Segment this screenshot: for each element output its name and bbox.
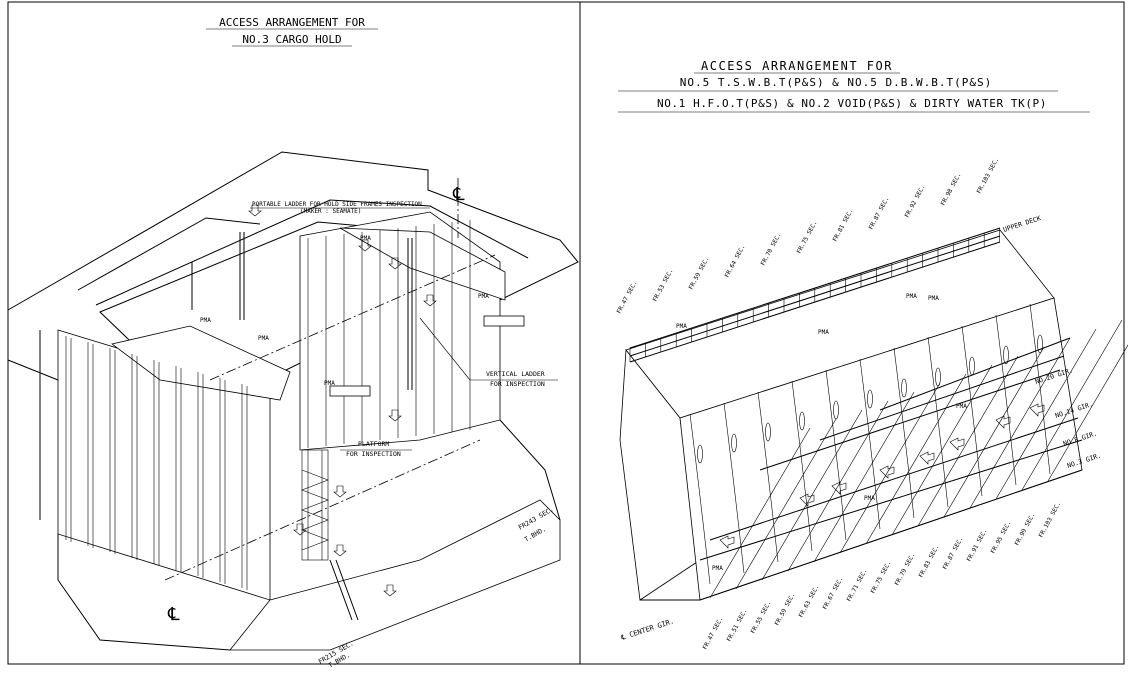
vertical-ladder-note-1: VERTICAL LADDER	[486, 370, 545, 378]
left-title-line1: ACCESS ARRANGEMENT FOR	[219, 16, 365, 29]
access-ladder-tower	[301, 449, 359, 621]
pma-r-5: PMA	[956, 403, 967, 410]
tank-structure	[619, 227, 1128, 601]
bottom-section-label: FR.47 SEC.	[702, 616, 725, 651]
bottom-section-label: FR.51 SEC.	[726, 608, 749, 643]
top-section-label: FR.70 SEC.	[760, 232, 783, 267]
bottom-section-label: FR.91 SEC.	[966, 528, 989, 563]
hold-side-frames	[65, 336, 248, 590]
inspection-platform	[329, 385, 371, 397]
inspection-platform-right	[483, 315, 525, 327]
top-section-label: FR.103 SEC.	[976, 157, 1001, 195]
top-section-label: FR.87 SEC.	[868, 196, 891, 231]
access-arrows-right	[719, 403, 1045, 549]
centerline-symbol-top: ℄	[452, 184, 465, 205]
bottom-section-label: FR.95 SEC.	[990, 520, 1013, 555]
cargo-hold-structure	[7, 151, 579, 651]
centerline-bottom	[164, 439, 481, 581]
bottom-section-label: FR.99 SEC.	[1014, 512, 1037, 547]
top-section-label: FR.98 SEC.	[940, 172, 963, 207]
pma-label-1: PMA	[200, 317, 211, 324]
top-section-label: FR.47 SEC.	[616, 280, 639, 315]
platform-note-1: PLATFORM	[358, 440, 389, 448]
top-section-label: FR.75 SEC.	[796, 220, 819, 255]
right-panel: ACCESS ARRANGEMENT FOR NO.5 T.S.W.B.T(P&…	[616, 59, 1128, 651]
top-section-label: FR.81 SEC.	[832, 208, 855, 243]
upper-deck-label: UPPER DECK	[1002, 214, 1042, 234]
left-panel: ACCESS ARRANGEMENT FOR NO.3 CARGO HOLD	[7, 16, 579, 670]
pma-r-3: PMA	[906, 293, 917, 300]
pma-label-4: PMA	[478, 293, 489, 300]
floor-grid	[709, 319, 1128, 599]
top-section-label: FR.64 SEC.	[724, 244, 747, 279]
portable-ladder-note-1: PORTABLE LADDER FOR HOLD SIDE FRAMES INS…	[252, 201, 422, 208]
vertical-ladder-note-2: FOR INSPECTION	[490, 380, 545, 388]
tank-top	[229, 499, 561, 651]
bottom-section-label: FR.87 SEC.	[942, 536, 965, 571]
access-arrows	[248, 204, 437, 597]
bottom-section-label: FR.63 SEC.	[798, 584, 821, 619]
bottom-section-label: FR.55 SEC.	[750, 600, 773, 635]
bottom-section-label: FR.71 SEC.	[846, 568, 869, 603]
bottom-section-label: FR.103 SEC.	[1038, 501, 1063, 539]
bottom-section-label: FR.79 SEC.	[894, 552, 917, 587]
pma-r-2: PMA	[818, 329, 829, 336]
pma-r-1: PMA	[676, 323, 687, 330]
right-title-line2: NO.5 T.S.W.B.T(P&S) & NO.5 D.B.W.B.T(P&S…	[680, 76, 993, 89]
inclined-ladder	[329, 559, 353, 621]
left-title-line2: NO.3 CARGO HOLD	[242, 33, 341, 46]
top-section-label: FR.59 SEC.	[688, 256, 711, 291]
pma-label-5: PMA	[360, 235, 371, 242]
handrail-posts	[629, 228, 1000, 362]
pma-r-4: PMA	[928, 295, 939, 302]
hold-deck-outline	[7, 151, 579, 311]
pma-label-3: PMA	[324, 380, 335, 387]
web-frames	[689, 303, 1051, 585]
bottom-section-label: FR.83 SEC.	[918, 544, 941, 579]
centerline-symbol-bottom: ℄	[167, 604, 180, 625]
right-title-line3: NO.1 H.F.O.T(P&S) & NO.2 VOID(P&S) & DIR…	[657, 97, 1047, 110]
bottom-section-label: FR.67 SEC.	[822, 576, 845, 611]
center-girder-label: ℄ CENTER GIR.	[619, 617, 675, 642]
top-section-label: FR.92 SEC.	[904, 184, 927, 219]
side-shell	[619, 348, 701, 601]
pma-r-6: PMA	[864, 495, 875, 502]
bottom-section-label: FR.75 SEC.	[870, 560, 893, 595]
pma-r-7: PMA	[712, 565, 723, 572]
portable-ladder-note-2: (MAKER : SEAMATE)	[300, 208, 361, 215]
platform-note-2: FOR INSPECTION	[346, 450, 401, 458]
bottom-section-label: FR.59 SEC.	[774, 592, 797, 627]
right-title-line1: ACCESS ARRANGEMENT FOR	[701, 59, 893, 73]
top-section-label: FR.53 SEC.	[652, 268, 675, 303]
pma-label-2: PMA	[258, 335, 269, 342]
